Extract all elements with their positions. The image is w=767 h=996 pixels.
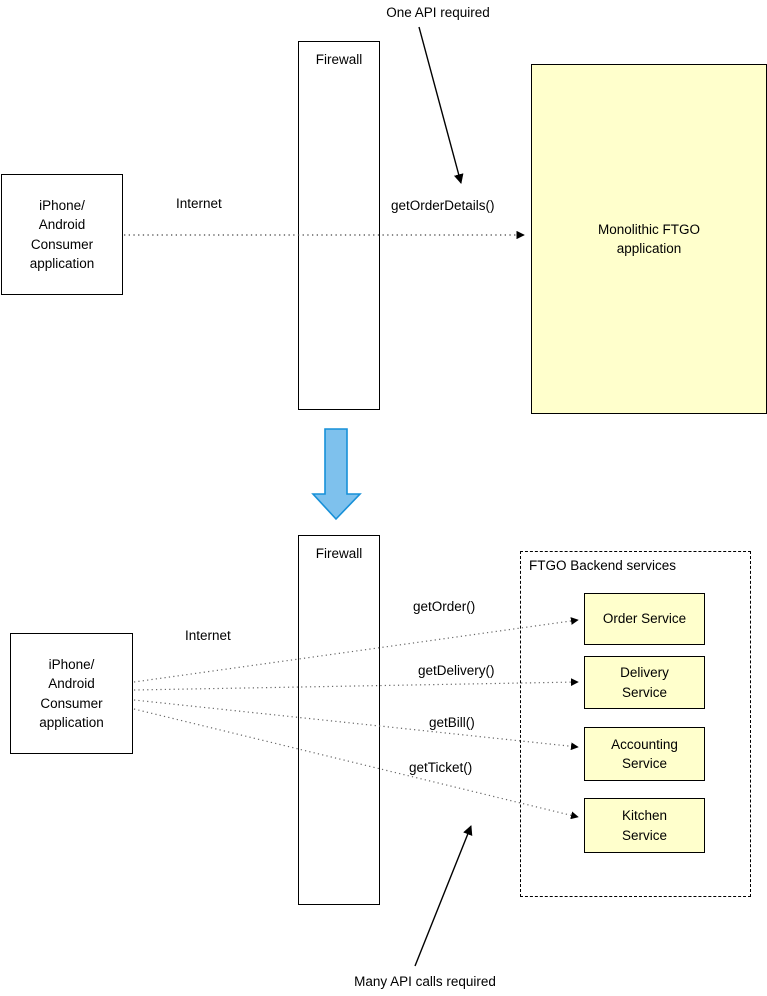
top-firewall-box: Firewall xyxy=(298,41,380,410)
many-api-calls-required-callout-arrow xyxy=(414,825,473,967)
api-call-label-get-delivery: getDelivery() xyxy=(418,663,495,678)
top-firewall-label: Firewall xyxy=(315,52,363,67)
bottom-consumer-application-box: iPhone/ Android Consumer application xyxy=(10,633,133,754)
transition-arrow-icon xyxy=(311,428,362,521)
delivery-service-box: Delivery Service xyxy=(584,656,705,709)
api-call-label-get-ticket: getTicket() xyxy=(409,760,473,775)
monolithic-ftgo-application-box: Monolithic FTGO application xyxy=(531,64,767,414)
ftgo-backend-services-title: FTGO Backend services xyxy=(529,558,677,573)
top-consumer-application-label: iPhone/ Android Consumer application xyxy=(29,198,95,271)
kitchen-service-label: Kitchen Service xyxy=(621,808,668,843)
bottom-annotation-many-api-calls-required: Many API calls required xyxy=(354,974,496,989)
bottom-consumer-application-label: iPhone/ Android Consumer application xyxy=(39,657,104,730)
order-service-box: Order Service xyxy=(584,593,705,645)
top-internet-label: Internet xyxy=(176,196,222,211)
accounting-service-box: Accounting Service xyxy=(584,727,705,781)
kitchen-service-box: Kitchen Service xyxy=(584,798,705,853)
bottom-internet-label: Internet xyxy=(185,628,231,643)
api-call-label-get-order: getOrder() xyxy=(413,599,476,614)
delivery-service-label: Delivery Service xyxy=(620,665,669,700)
top-api-call-label: getOrderDetails() xyxy=(391,198,495,213)
one-api-required-callout-arrow xyxy=(418,26,464,184)
top-consumer-application-box: iPhone/ Android Consumer application xyxy=(1,174,123,295)
api-call-label-get-bill: getBill() xyxy=(429,715,475,730)
bottom-firewall-label: Firewall xyxy=(315,546,363,561)
accounting-service-label: Accounting Service xyxy=(611,736,678,771)
top-annotation-one-api-required: One API required xyxy=(386,5,490,20)
monolithic-ftgo-application-label: Monolithic FTGO application xyxy=(597,221,701,256)
bottom-firewall-box: Firewall xyxy=(298,535,380,905)
order-service-label: Order Service xyxy=(602,611,687,627)
